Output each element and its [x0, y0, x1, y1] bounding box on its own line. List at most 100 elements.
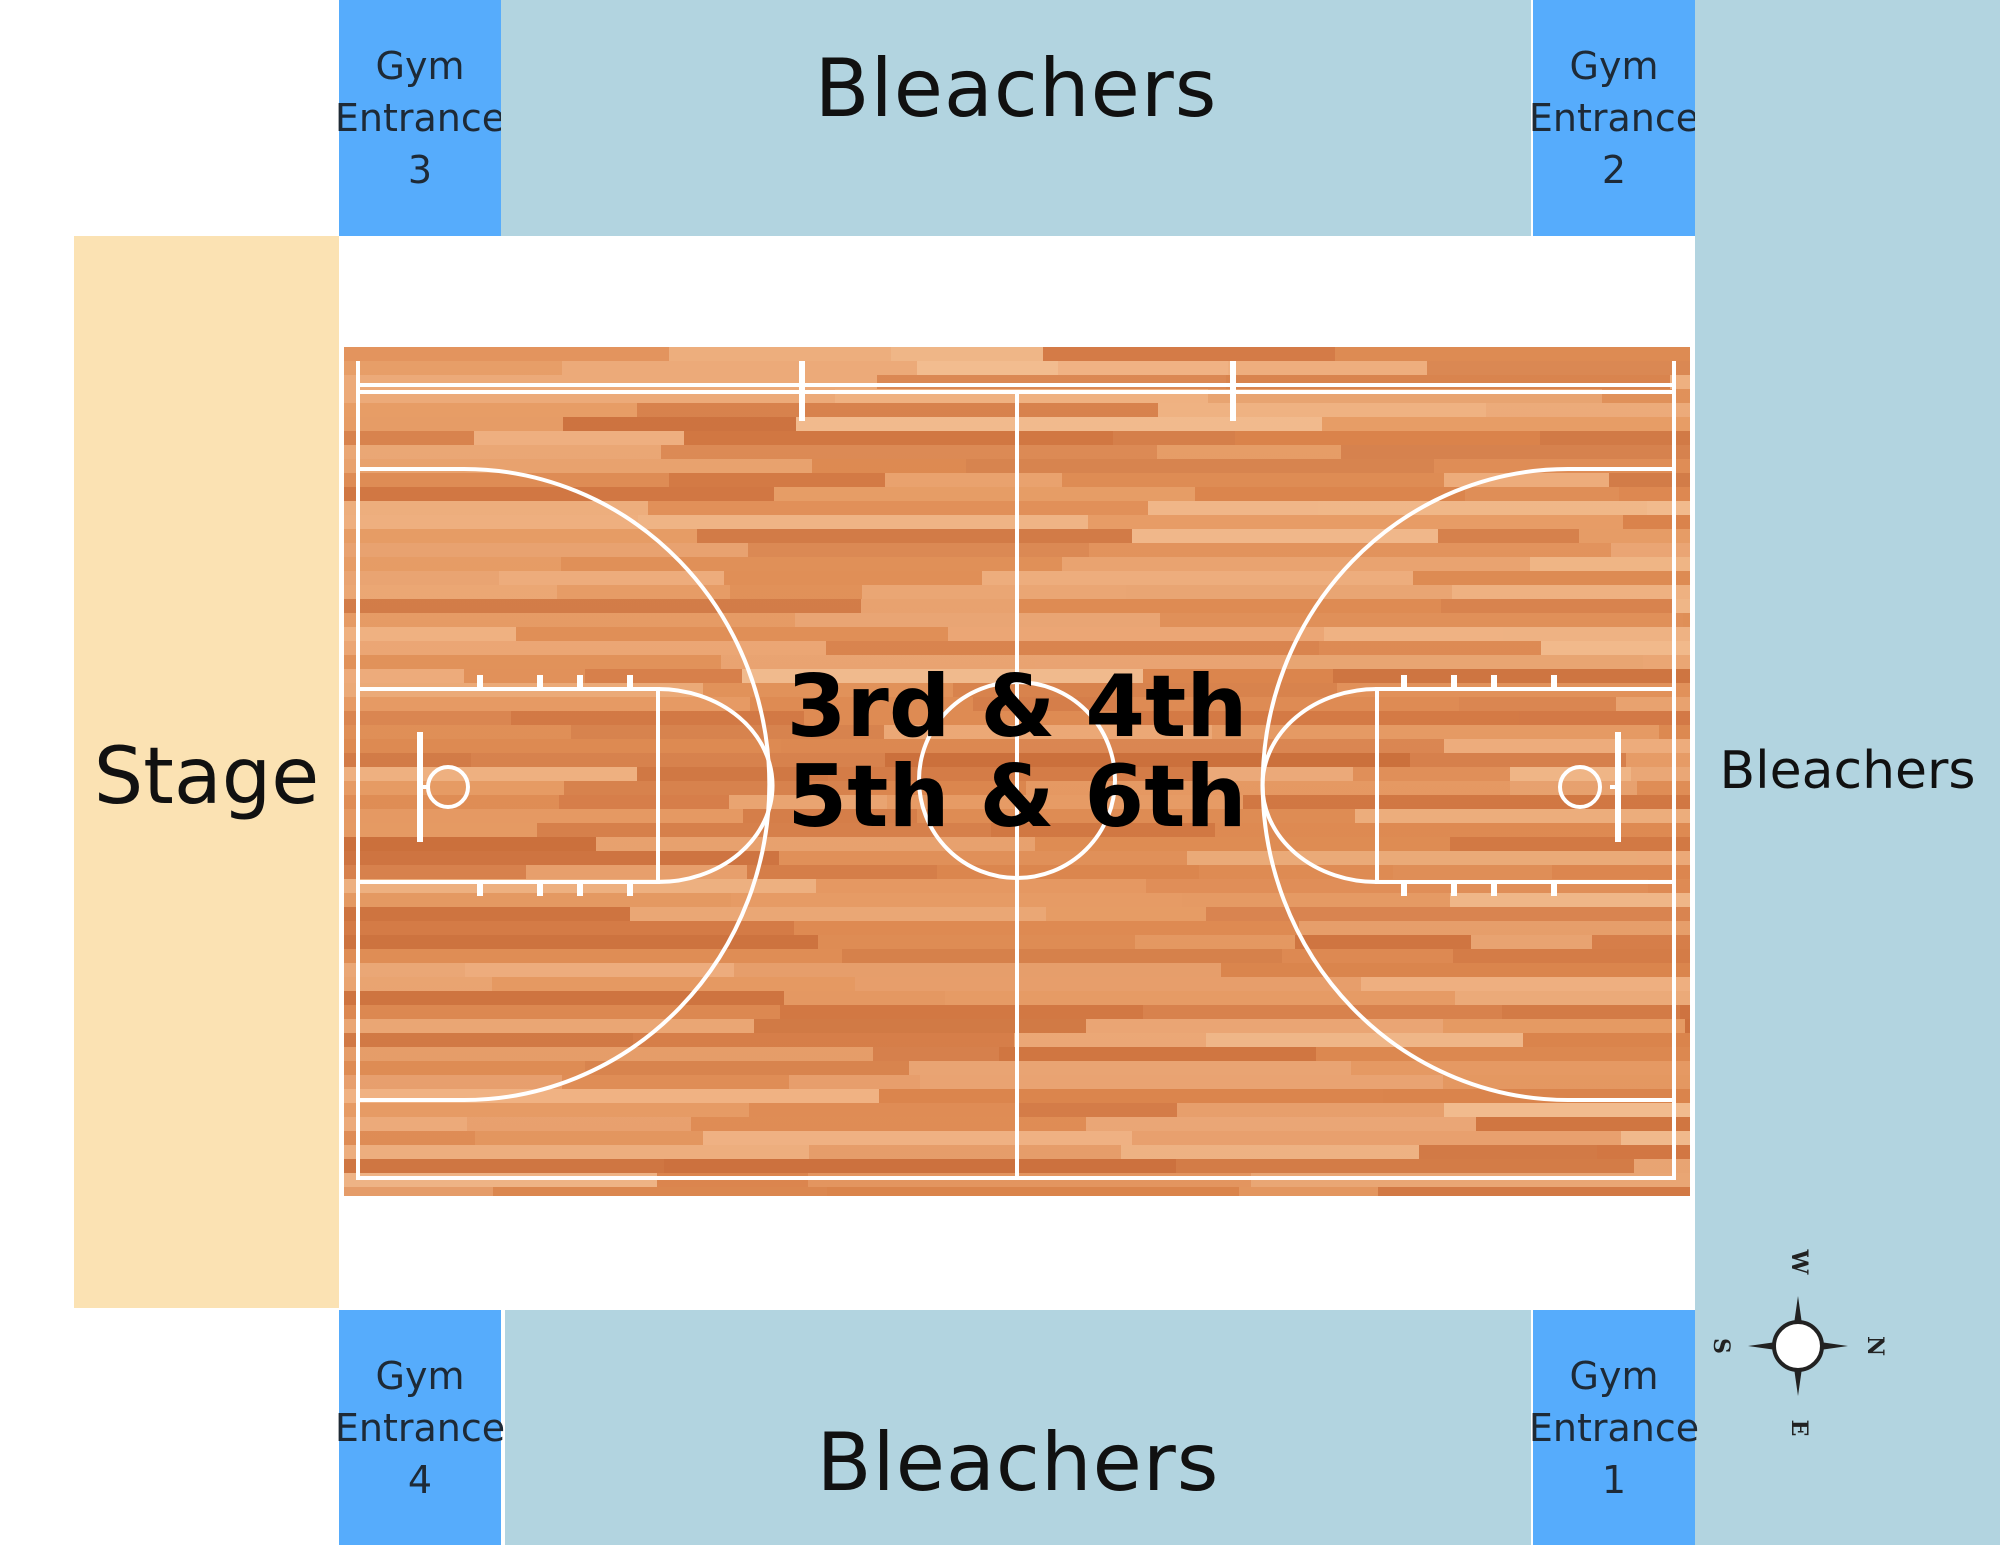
wood-plank [917, 809, 1355, 823]
wood-plank [731, 893, 1182, 907]
wood-plank [749, 1103, 1015, 1117]
wood-plank [585, 669, 742, 683]
wood-plank [344, 711, 511, 725]
wood-plank [344, 501, 648, 515]
wood-plank [562, 361, 917, 375]
wood-plank [669, 473, 885, 487]
wood-plank [1212, 725, 1659, 739]
wood-plank [571, 725, 884, 739]
wood-plank [344, 795, 559, 809]
wood-plank [842, 949, 1282, 963]
wood-plank [344, 1103, 749, 1117]
wood-plank [909, 1061, 1351, 1075]
compass-south: S [1708, 1338, 1734, 1354]
wood-plank [638, 515, 1088, 529]
wood-plank [344, 921, 794, 935]
wood-plank [344, 627, 516, 641]
wood-plank [1176, 1159, 1634, 1173]
wood-plank [492, 977, 855, 991]
wood-plank [1086, 1117, 1476, 1131]
wood-plank [559, 795, 729, 809]
stage: Stage [74, 236, 339, 1308]
court-grade-label: 3rd & 4th 5th & 6th [344, 327, 1690, 1176]
wood-plank [1676, 599, 1690, 613]
wood-plank [1579, 529, 1690, 543]
wood-plank [1015, 1103, 1177, 1117]
wood-plank [1453, 949, 1690, 963]
grades-line-2: 5th & 6th [787, 746, 1247, 847]
wood-plank [344, 739, 781, 753]
wood-plank [1318, 501, 1647, 515]
wood-plank [920, 1075, 1443, 1089]
wood-plank [1438, 529, 1579, 543]
wood-plank [344, 361, 562, 375]
wood-plank [1316, 1047, 1690, 1061]
wood-plank [1132, 1131, 1621, 1145]
wood-plank [1351, 1061, 1690, 1075]
wood-plank [789, 1075, 920, 1089]
wood-plank [1413, 571, 1690, 585]
wood-plank [873, 1047, 999, 1061]
wood-plank [1324, 627, 1503, 641]
gym-entrance-1: Gym Entrance 1 [1529, 1310, 1699, 1545]
wood-plank [879, 1089, 1383, 1103]
wood-plank [748, 543, 1089, 557]
wood-plank [1135, 935, 1295, 949]
wood-plank [855, 977, 1361, 991]
grades-line-1: 3rd & 4th [786, 656, 1248, 757]
wood-plank [465, 963, 734, 977]
wood-plank [1427, 361, 1690, 375]
wood-plank [1088, 515, 1623, 529]
wood-plank [754, 1019, 1086, 1033]
wood-plank [1643, 655, 1690, 669]
wood-plank [948, 627, 1324, 641]
wood-plank [1017, 599, 1441, 613]
wood-plank [1361, 977, 1690, 991]
wood-plank [344, 585, 557, 599]
wood-plank [344, 1047, 873, 1061]
wood-plank [1126, 585, 1452, 599]
wood-plank [818, 935, 1135, 949]
entrance-2-line1: Gym [1569, 44, 1659, 88]
wood-plank [344, 697, 750, 711]
basketball-court: 3rd & 4th 5th & 6th [344, 347, 1690, 1196]
wood-plank [945, 991, 1455, 1005]
wood-plank [1089, 543, 1611, 557]
wood-plank [1322, 417, 1690, 431]
wood-plank [812, 459, 966, 473]
wood-plank [1355, 809, 1690, 823]
bottom-bleachers-label: Bleachers [816, 1416, 1220, 1509]
right-bleachers: Bleachers [1695, 0, 2000, 1545]
wood-plank [1523, 1033, 1690, 1047]
wood-plank [804, 711, 1117, 725]
wood-plank [344, 1033, 633, 1047]
wood-plank [1335, 347, 1690, 361]
wood-plank [564, 781, 850, 795]
wood-plank [750, 697, 973, 711]
wood-plank [795, 613, 1160, 627]
wood-plank [1086, 1019, 1443, 1033]
wood-plank [1182, 893, 1450, 907]
wood-planks [344, 347, 1690, 1196]
wood-plank [1452, 585, 1690, 599]
wood-plank [537, 823, 991, 837]
wood-plank [1465, 487, 1619, 501]
wood-plank [630, 907, 1046, 921]
compass-west: W [1786, 1249, 1812, 1275]
wood-plank [1443, 1019, 1685, 1033]
wood-plank [826, 641, 1319, 655]
wood-plank [1609, 473, 1690, 487]
wood-plank [664, 1159, 1176, 1173]
wood-plank [697, 529, 1132, 543]
wood-plank [344, 1019, 754, 1033]
wood-plank [464, 669, 585, 683]
wood-plank [1647, 501, 1690, 515]
top-bleachers-label: Bleachers [814, 41, 1218, 135]
entrance-3-line1: Gym [375, 44, 465, 88]
wood-plank [784, 991, 945, 1005]
wood-plank [1341, 445, 1690, 459]
wood-plank [344, 725, 571, 739]
wood-plank [780, 1005, 1143, 1019]
wood-plank [344, 1187, 493, 1196]
wood-plank [1444, 1103, 1690, 1117]
